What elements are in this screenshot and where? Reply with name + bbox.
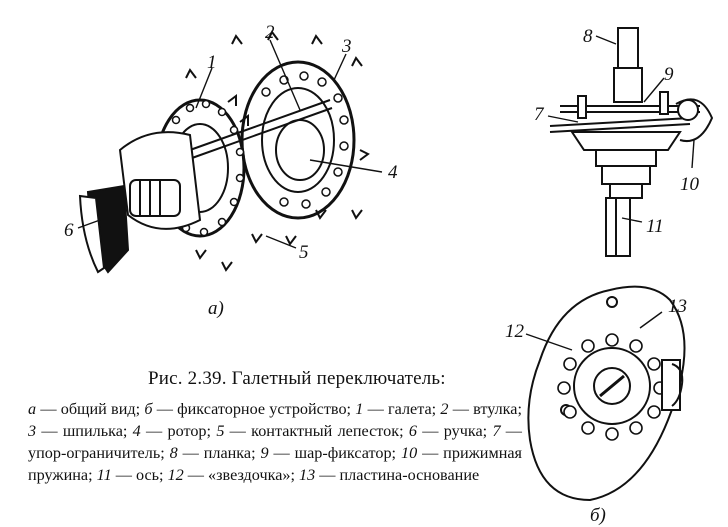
caption-key: 12	[167, 466, 184, 484]
caption-text: — ручка;	[417, 422, 493, 440]
callout-11: 11	[646, 216, 664, 237]
callout-13: 13	[668, 296, 687, 317]
callout-4: 4	[388, 162, 398, 183]
base-plate-drawing	[525, 285, 686, 502]
sublabel-b: б)	[590, 505, 606, 526]
caption-key: 10	[400, 444, 418, 462]
callout-5: 5	[299, 242, 309, 263]
detent-device-drawing	[547, 27, 714, 257]
caption-text: — ось;	[111, 466, 168, 484]
caption-key: 4	[132, 422, 141, 440]
caption-text: — пластина-основание	[315, 466, 480, 484]
caption-key: б	[144, 400, 153, 418]
callout-3: 3	[341, 36, 352, 57]
caption-key: 13	[299, 466, 316, 484]
caption-text: — галета;	[363, 400, 441, 418]
caption-text: — общий вид;	[36, 400, 145, 418]
figure-caption-title: Рис. 2.39. Галетный переключатель:	[148, 368, 446, 389]
callout-10: 10	[680, 174, 700, 195]
caption-text: — ротор;	[140, 422, 217, 440]
callout-2: 2	[265, 22, 275, 43]
caption-key: 1	[355, 400, 364, 418]
figure-caption-body: а — общий вид; б — фиксаторное устройств…	[28, 398, 522, 486]
caption-text: — планка;	[177, 444, 261, 462]
callout-12: 12	[505, 321, 525, 342]
caption-key: 11	[96, 466, 112, 484]
caption-key: 2	[440, 400, 449, 418]
callout-6: 6	[64, 220, 74, 241]
caption-key: 3	[28, 422, 37, 440]
caption-key: 7	[492, 422, 501, 440]
caption-text: — фиксаторное устройство;	[152, 400, 356, 418]
caption-text: — шпилька;	[36, 422, 133, 440]
caption-key: 5	[216, 422, 225, 440]
caption-text: — упор-ограничитель;	[28, 422, 522, 462]
caption-text: — «звездочка»;	[183, 466, 300, 484]
caption-key: 6	[408, 422, 417, 440]
caption-key: 9	[260, 444, 269, 462]
caption-key: а	[28, 400, 37, 418]
caption-key: 8	[169, 444, 178, 462]
callout-1: 1	[207, 52, 217, 73]
caption-text: — шар-фиксатор;	[268, 444, 401, 462]
callout-9: 9	[664, 64, 674, 85]
general-view-drawing	[77, 30, 383, 274]
caption-text: — втулка;	[448, 400, 522, 418]
callout-7: 7	[534, 104, 545, 125]
caption-text: — контактный лепесток;	[224, 422, 409, 440]
caption-text: — прижимная пружина;	[28, 444, 522, 484]
sublabel-a: а)	[208, 298, 224, 319]
callout-8: 8	[583, 26, 593, 47]
